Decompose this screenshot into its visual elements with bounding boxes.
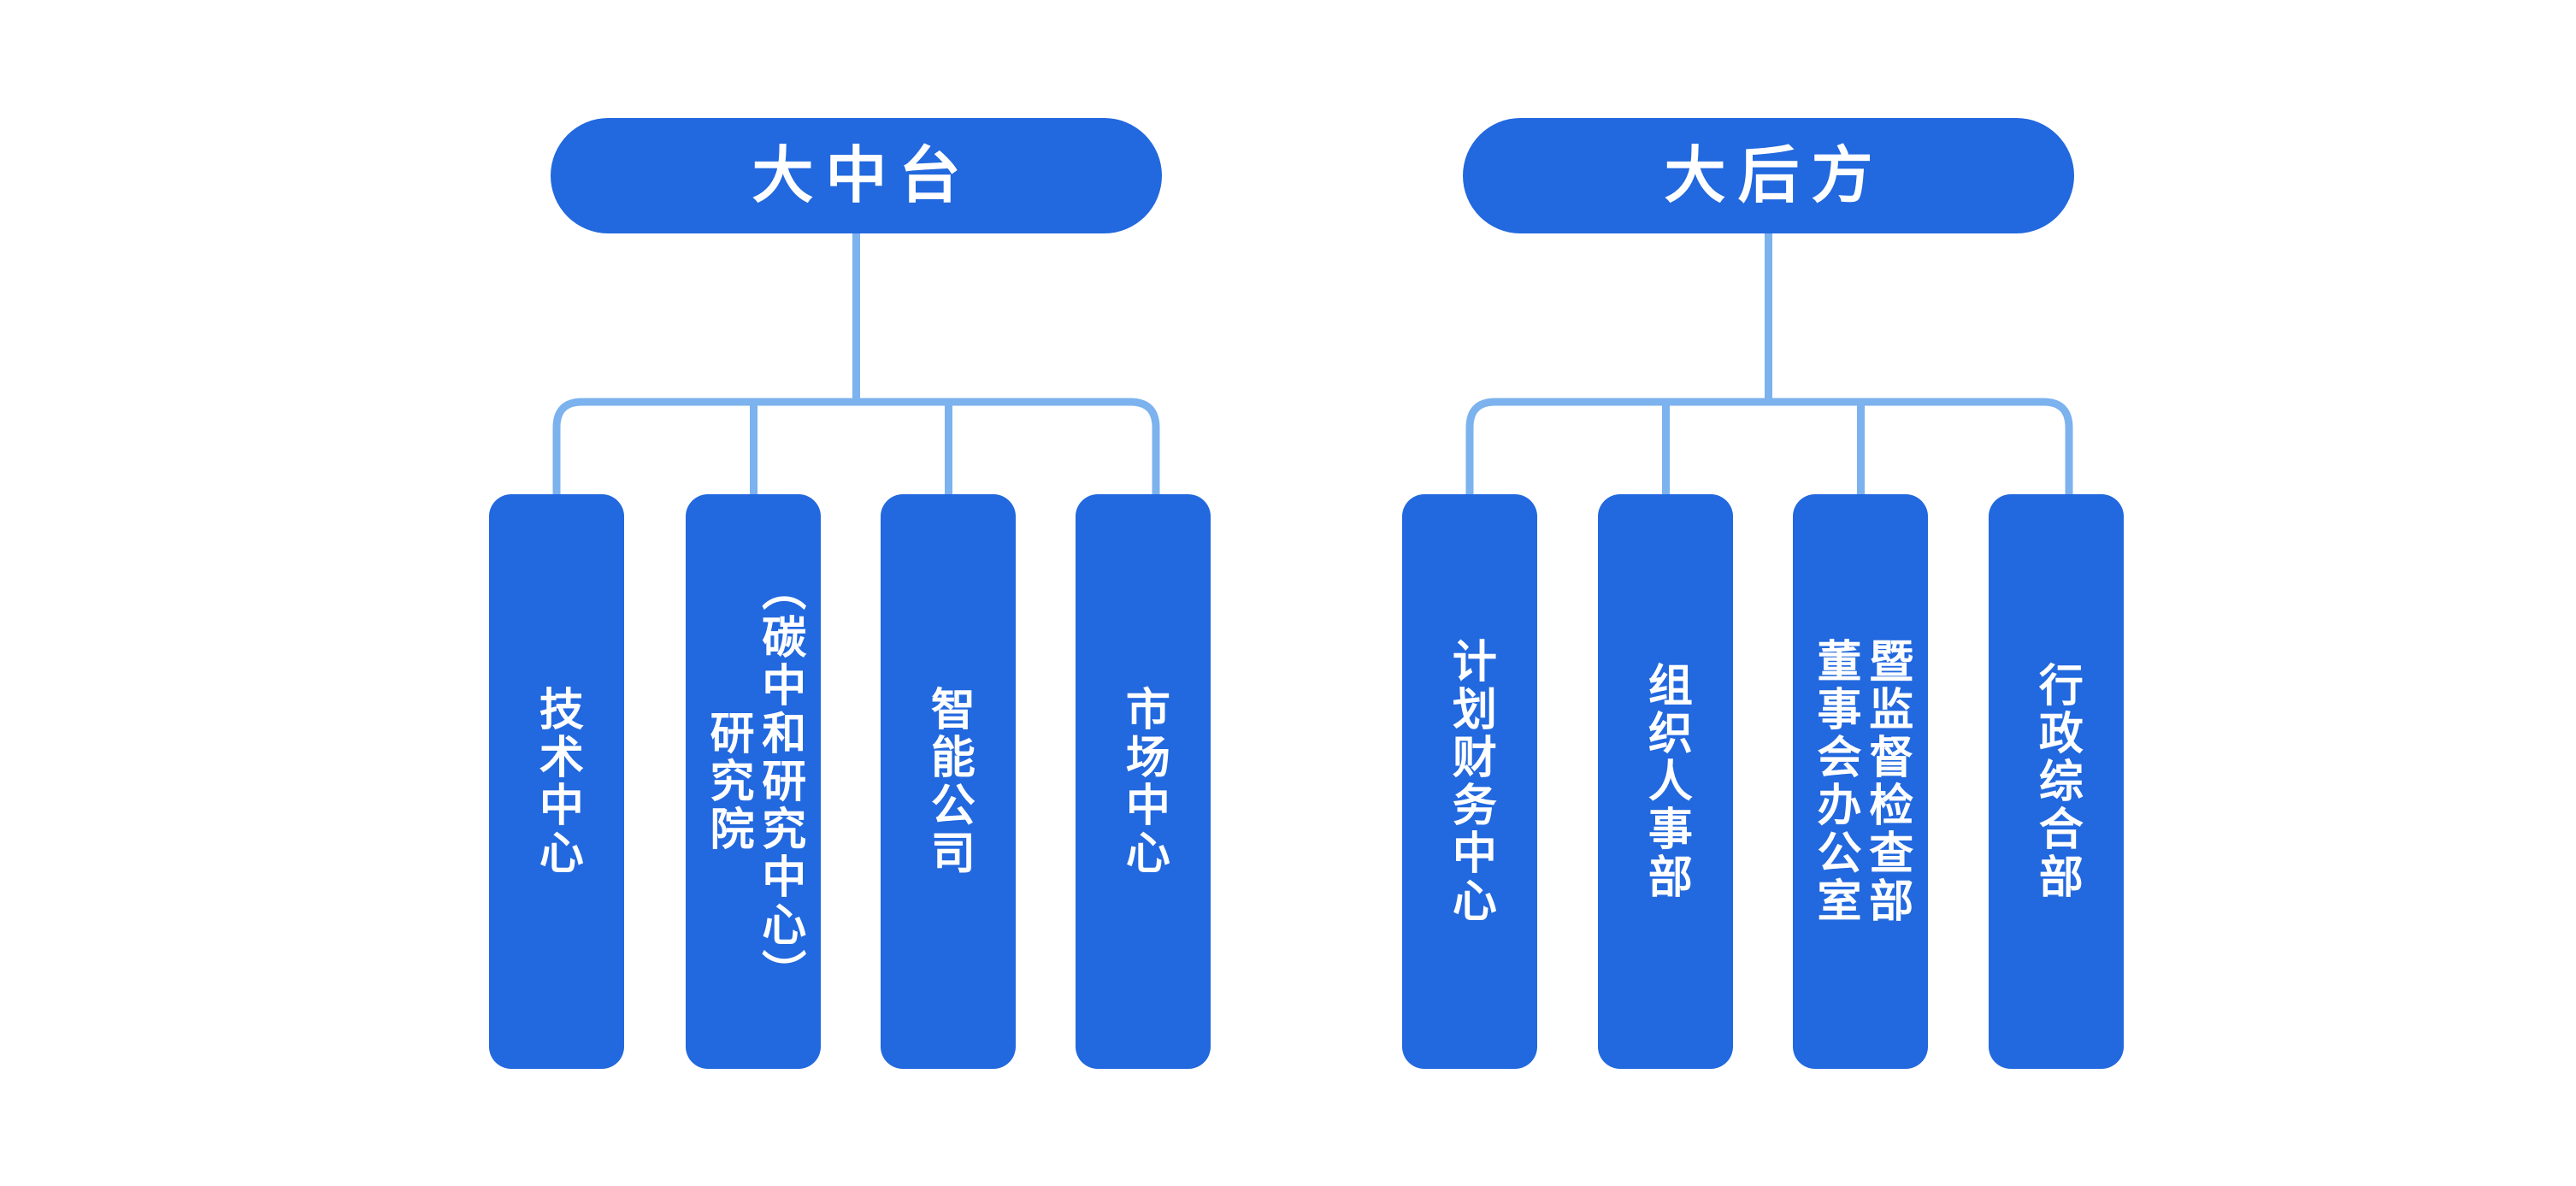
connector-bus <box>552 398 1160 494</box>
org-node-label: 组织人事部 <box>1641 662 1691 901</box>
org-node-label: 技术中心 <box>532 686 582 877</box>
org-node-tech-center[interactable]: 技术中心 <box>489 494 624 1069</box>
org-node-label: （碳中和研究中心） <box>754 566 805 997</box>
group-header-label: 大中台 <box>752 141 973 210</box>
org-node-supervision-inspection-dept[interactable]: 暨监督检查部 董事会办公室 <box>1793 494 1928 1069</box>
group-header-da-zhong-tai[interactable]: 大中台 <box>551 118 1162 233</box>
org-group-da-hou-fang: 大后方 计划财务中心 组织人事部 暨监督检查部 董事会办公室 行政综合部 <box>1282 0 2576 1186</box>
org-node-market-center[interactable]: 市场中心 <box>1076 494 1211 1069</box>
connector-bus <box>1465 398 2073 494</box>
org-node-label-secondary: 董事会办公室 <box>1810 638 1860 925</box>
org-node-org-personnel-dept[interactable]: 组织人事部 <box>1598 494 1733 1069</box>
org-node-plan-finance-center[interactable]: 计划财务中心 <box>1402 494 1537 1069</box>
org-node-label: 市场中心 <box>1118 686 1169 877</box>
group-header-da-hou-fang[interactable]: 大后方 <box>1463 118 2074 233</box>
org-node-label: 智能公司 <box>923 686 974 877</box>
org-node-label: 计划财务中心 <box>1445 638 1495 925</box>
org-node-label-secondary: 研究院 <box>703 710 752 853</box>
org-node-label: 暨监督检查部 <box>1861 638 1912 925</box>
org-node-label: 行政综合部 <box>2031 662 2082 901</box>
org-node-research-institute[interactable]: （碳中和研究中心） 研究院 <box>686 494 821 1069</box>
org-node-admin-general-dept[interactable]: 行政综合部 <box>1989 494 2124 1069</box>
group-header-label: 大后方 <box>1664 141 1885 210</box>
org-node-intelligent-company[interactable]: 智能公司 <box>881 494 1016 1069</box>
org-group-da-zhong-tai: 大中台 技术中心 （碳中和研究中心） 研究院 智能公司 市场中心 <box>0 0 1282 1186</box>
